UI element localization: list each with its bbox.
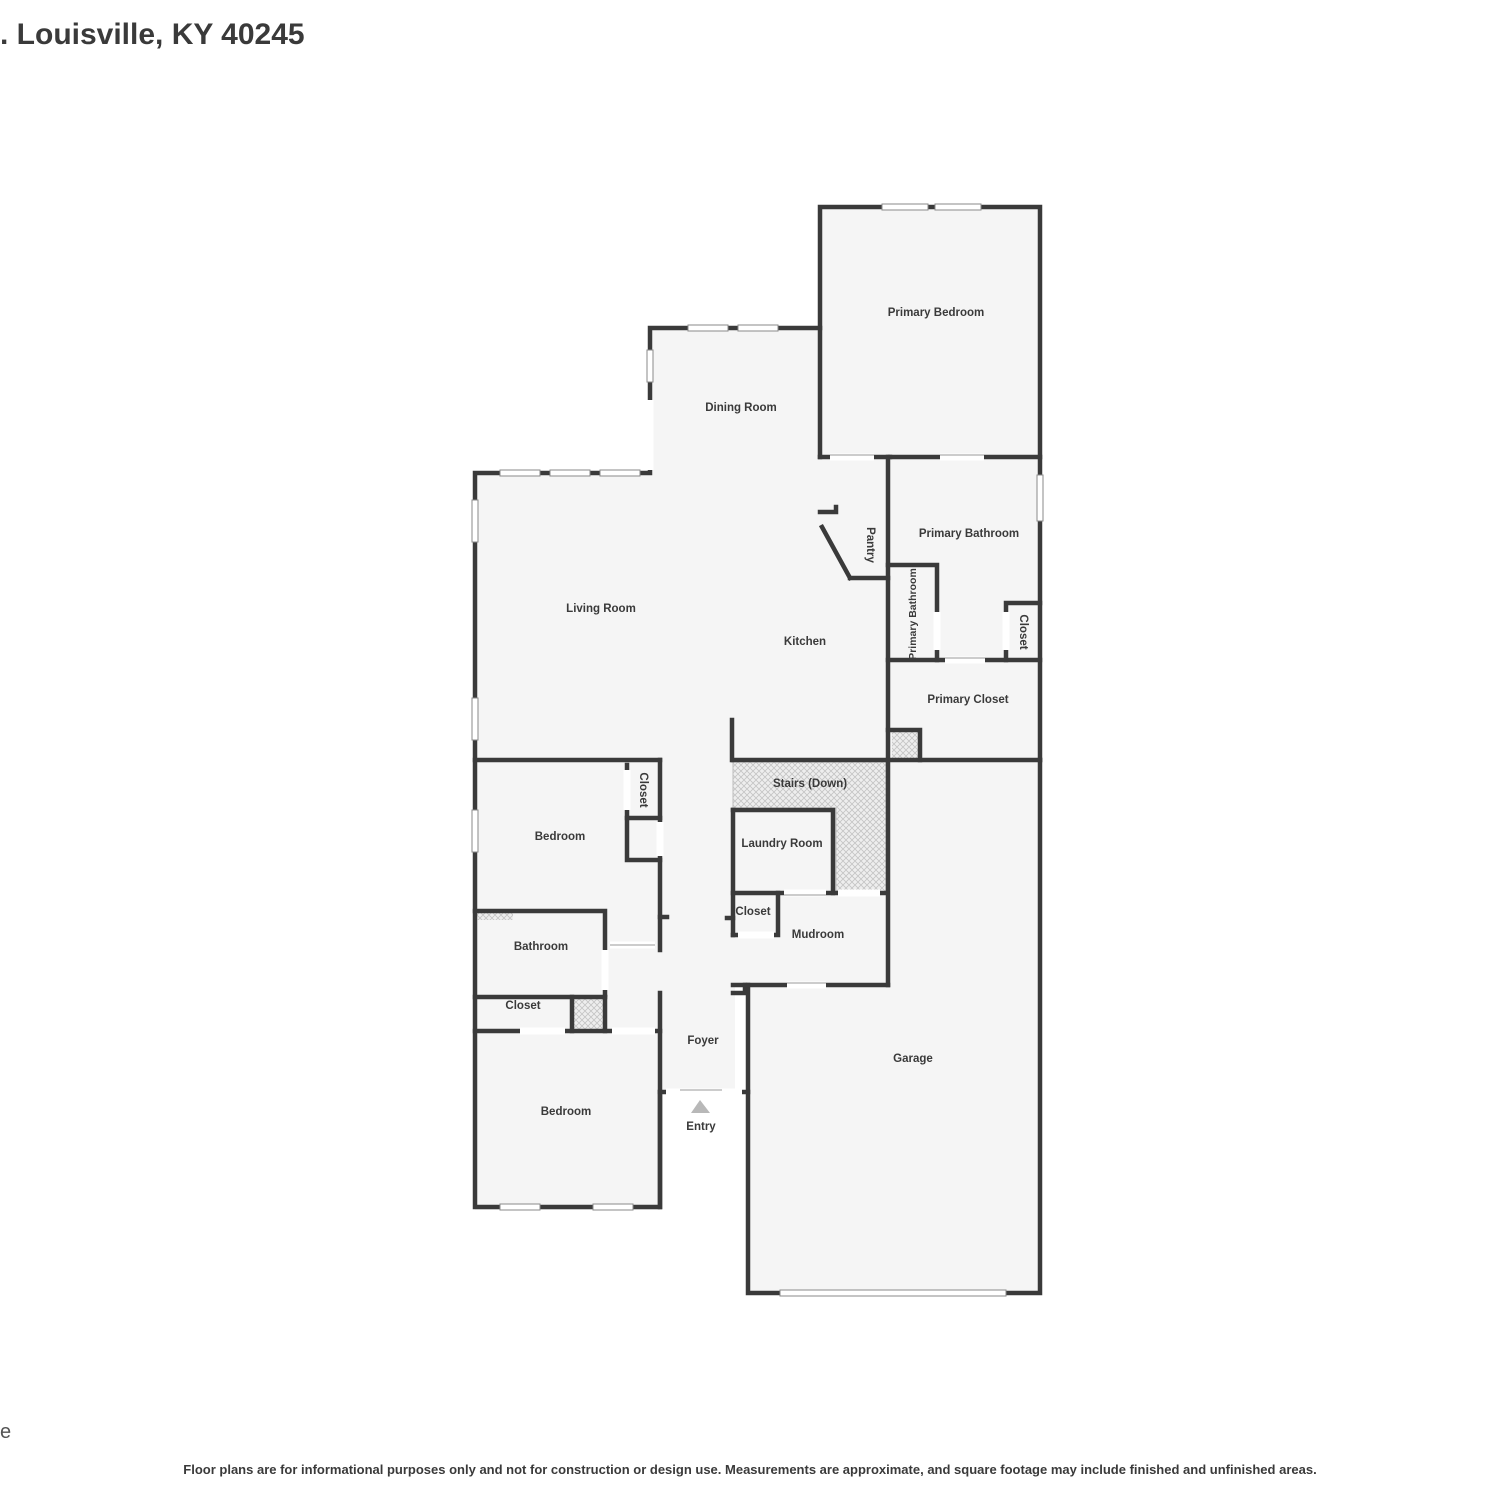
room-labels: Primary Bedroom Dining Room Primary Bath…: [505, 307, 1029, 1133]
label-stairs: Stairs (Down): [773, 778, 847, 790]
doors: [520, 400, 1010, 1096]
label-primary-bathroom: Primary Bathroom: [919, 528, 1019, 540]
label-kitchen: Kitchen: [784, 636, 826, 648]
cutoff-text-fragment: e: [0, 1421, 12, 1443]
label-bedroom-lower: Bedroom: [541, 1106, 591, 1118]
label-laundry-room: Laundry Room: [741, 838, 822, 850]
label-dining-room: Dining Room: [705, 402, 777, 414]
label-closet-hall: Closet: [505, 1000, 540, 1012]
label-primary-bedroom: Primary Bedroom: [888, 307, 985, 319]
label-living-room: Living Room: [566, 603, 636, 615]
label-mudroom: Mudroom: [792, 929, 844, 941]
label-closet-mudroom: Closet: [735, 906, 770, 918]
label-bathroom: Bathroom: [514, 941, 568, 953]
label-garage: Garage: [893, 1053, 933, 1065]
label-entry: Entry: [686, 1121, 716, 1133]
windows: [471, 203, 1044, 1297]
property-address: . Louisville, KY 40245: [0, 18, 305, 51]
entry-arrow-icon: [691, 1100, 710, 1113]
label-closet-primary-bath: Closet: [1017, 614, 1029, 649]
disclaimer-text: Floor plans are for informational purpos…: [183, 1462, 1317, 1477]
label-bedroom-upper: Bedroom: [535, 831, 585, 843]
label-primary-bathroom-small-line1: Primary Bathroom: [907, 568, 919, 660]
label-primary-closet: Primary Closet: [927, 694, 1008, 706]
floor-fill: [475, 207, 1040, 1293]
label-closet-bedroom: Closet: [637, 772, 649, 807]
label-foyer: Foyer: [687, 1035, 719, 1047]
label-pantry: Pantry: [864, 527, 876, 563]
